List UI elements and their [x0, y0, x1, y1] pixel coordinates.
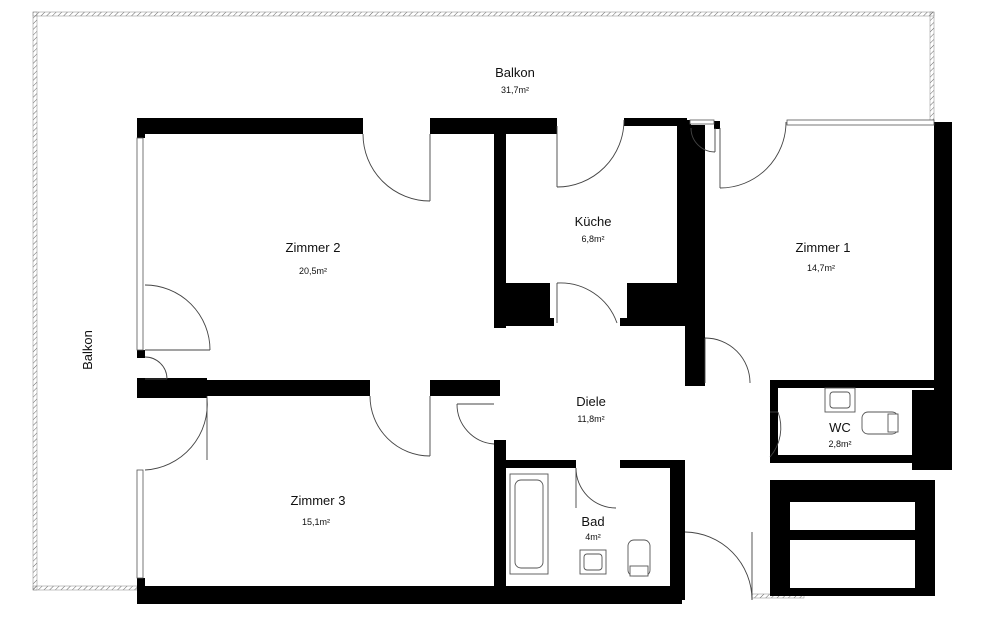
room-name-bad: Bad: [581, 514, 604, 529]
room-name-zimmer2: Zimmer 2: [286, 240, 341, 255]
room-name-zimmer1: Zimmer 1: [796, 240, 851, 255]
walls: [137, 118, 952, 604]
room-name-kueche: Küche: [575, 214, 612, 229]
room-name-zimmer3: Zimmer 3: [291, 493, 346, 508]
room-name-diele: Diele: [576, 394, 606, 409]
room-area-wc: 2,8m²: [828, 439, 851, 449]
room-area-zimmer2: 20,5m²: [299, 266, 327, 276]
room-area-bad: 4m²: [585, 532, 601, 542]
room-area-zimmer1: 14,7m²: [807, 263, 835, 273]
room-labels: Balkon 31,7m² Balkon Zimmer 2 20,5m² Küc…: [80, 65, 852, 542]
room-area-balkon-top: 31,7m²: [501, 85, 529, 95]
room-name-balkon-side: Balkon: [80, 330, 95, 370]
room-name-balkon-top: Balkon: [495, 65, 535, 80]
doors: [144, 119, 787, 601]
balcony-railing: [32, 11, 935, 599]
room-area-zimmer3: 15,1m²: [302, 517, 330, 527]
windows: [136, 119, 935, 579]
room-area-kueche: 6,8m²: [581, 234, 604, 244]
room-area-diele: 11,8m²: [577, 414, 604, 424]
room-name-wc: WC: [829, 420, 851, 435]
fixtures: [509, 387, 899, 577]
